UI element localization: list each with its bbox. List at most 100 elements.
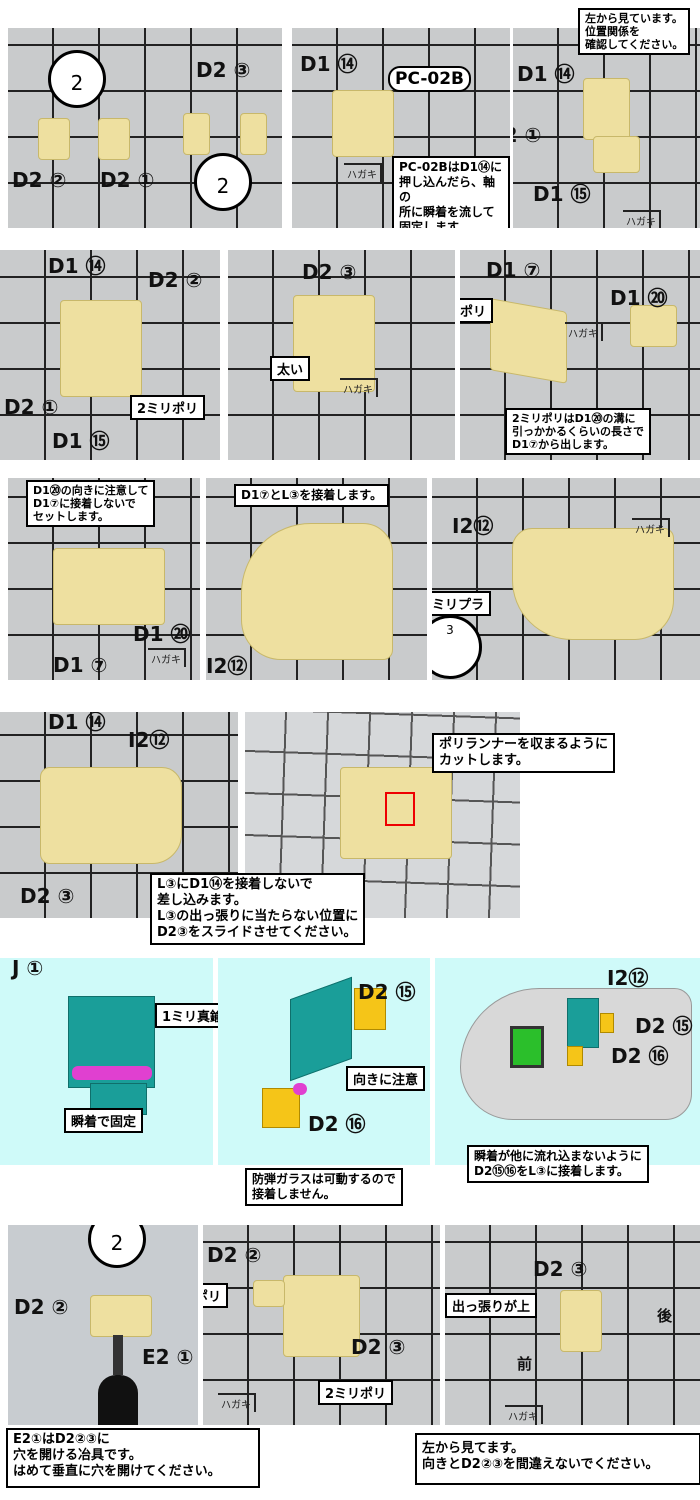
part-label: D2 ③ [196,58,251,82]
part-label: D1 ⑦ [486,258,541,282]
part-tag: 2ミリポリ [460,298,494,323]
part-label: D1 ⑮ [52,429,110,453]
part-tag: PC-02B [388,66,471,92]
part-label: I2⑫ [607,966,649,990]
photo-step-6: D1 ⑦ D1 ⑳ 2ミリポリ ハガキ 2ミリポリはD1⑳の溝に 引っかかるくら… [460,250,700,460]
part-label: E2 ① [142,1345,194,1369]
brass-rod [72,1066,152,1080]
part-label: D2 ② [14,1295,69,1319]
hinge-part [262,1088,300,1128]
part [38,118,70,160]
part [332,90,394,157]
part-label: D2 ① [513,123,542,147]
part-label: D1 ⑭ [300,52,358,76]
part-label: D1 ⑮ [533,182,591,206]
part-label: D2 ③ [351,1335,406,1359]
photo-step-2: D1 ⑭ PC-02B ハガキ PC-02BはD1⑭に 押し込んだら、軸の 所に… [292,28,510,228]
hagaki-mark: ハガキ [565,322,603,341]
direction-label: 後 [657,1307,673,1325]
part-label: D2 ⑮ [635,1014,693,1038]
part-tag: 2ミリポリ [130,395,206,420]
render-step-14: I2⑫ D2 ⑮ D2 ⑯ [435,958,700,1165]
hand-drill-icon: 2 [194,153,252,211]
part [90,1295,152,1337]
note-box: 左から見ています。 位置関係を 確認してください。 [578,8,691,55]
hagaki-mark: ハガキ [148,648,186,667]
part-tag: 2ミリポリ [203,1283,229,1308]
part [283,1275,360,1357]
part [240,113,267,155]
part-label: D2 ② [207,1243,262,1267]
part [183,113,210,155]
part [60,300,142,397]
photo-step-7: D1⑳の向きに注意して D1⑦に接着しないで セットします。 D1 ⑳ D1 ⑦… [8,478,200,680]
photo-step-17: D2 ③ 出っ張りが上 後 前 ハガキ [445,1225,700,1425]
part-label: D2 ③ [302,260,357,284]
drill-handle [98,1375,138,1425]
part-label: D2 ③ [20,884,75,908]
photo-step-15: 2 D2 ② E2 ① [8,1225,198,1425]
note-box: D1⑦とL③を接着します。 [234,484,390,507]
part-tag: 瞬着で固定 [64,1108,144,1133]
part-label: D2 ⑮ [358,980,416,1004]
direction-label: 前 [517,1355,533,1373]
part [98,118,130,160]
glass-part [290,976,352,1082]
brass-rod [293,1083,307,1095]
hinge-part [600,1013,614,1033]
note-box: D1⑳の向きに注意して D1⑦に接着しないで セットします。 [26,480,156,527]
hagaki-mark: ハガキ [632,518,670,537]
drill-handle [113,1335,123,1375]
part-label: D2 ① [100,168,155,192]
note-box: 左から見てます。 向きとD2②③を間違えないでください。 [415,1433,700,1485]
glass-part [567,998,599,1048]
photo-step-1: 2 2 D2 ③ D2 ② D2 ① [8,28,282,228]
part-tag: 2ミリプラ [432,591,492,616]
photo-step-3: D1 ⑭ D2 ① D1 ⑮ ハガキ [513,28,700,228]
part-label: D1 ⑭ [48,254,106,278]
part-tag: 太い [270,356,311,381]
hinge-part [354,988,386,1030]
highlight-box [385,792,415,826]
photo-step-8: D1⑦とL③を接着します。 I2⑫ [206,478,427,680]
part-label: D1 ⑳ [133,622,191,646]
note-box: ポリランナーを収まるように カットします。 [432,733,616,773]
part [560,1290,602,1352]
photo-step-16: D2 ② 2ミリポリ D2 ③ 2ミリポリ ハガキ [203,1225,440,1425]
part [40,767,182,864]
part [583,78,630,140]
part [630,305,677,347]
hand-drill-icon: 2 [88,1225,146,1268]
part-label: J ① [12,956,44,980]
hand-drill-icon: 2 [48,50,106,108]
hagaki-mark: ハガキ [218,1393,256,1412]
note-box: L③にD1⑭を接着しないで 差し込みます。 L③の出っ張りに当たらない位置に D… [150,873,366,945]
part [512,528,674,640]
render-step-12: J ① 1ミリ真鍮 瞬着で固定 [0,956,231,1165]
part-tag: 2ミリポリ [318,1380,394,1405]
monitor [510,1026,544,1068]
note-box: 防弾ガラスは可動するので 接着しません。 [245,1168,403,1206]
part [593,136,640,173]
part-label: D1 ⑦ [53,653,108,677]
hinge-part [567,1046,583,1066]
part-label: D1 ⑭ [48,712,106,734]
part-label: D1 ⑭ [517,62,575,86]
part-label: D2 ② [12,168,67,192]
part-label: D2 ① [4,395,59,419]
part-tag: 向きに注意 [346,1066,426,1091]
part-tag: 1ミリ真鍮 [155,1003,231,1028]
part-label: I2⑫ [452,514,494,538]
part-label: I2⑫ [206,654,248,678]
photo-step-9: I2⑫ ハガキ 2ミリプラ 3 [432,478,700,680]
photo-step-4: D1 ⑭ D2 ② D2 ① D1 ⑮ 2ミリポリ [0,250,220,460]
note-box: 瞬着が他に流れ込まないように D2⑮⑯をL③に接着します。 [467,1145,649,1183]
hagaki-mark: ハガキ [340,378,378,397]
part-label: D2 ③ [533,1257,588,1281]
note-box: E2①はD2②③に 穴を開ける冶具です。 はめて垂直に穴を開けてください。 [6,1428,260,1488]
part-label: D2 ⑯ [308,1112,366,1136]
part [241,523,393,660]
hagaki-mark: ハガキ [344,163,382,182]
render-step-13: D2 ⑮ 向きに注意 D2 ⑯ [218,958,430,1165]
part-label: D2 ② [148,268,203,292]
